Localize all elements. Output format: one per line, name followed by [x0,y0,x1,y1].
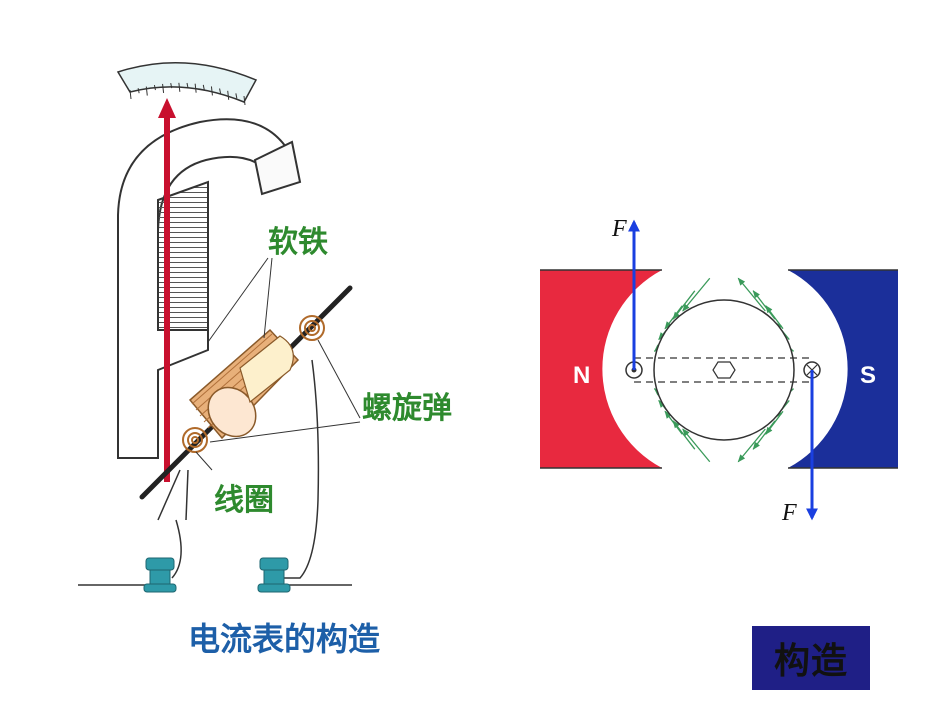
scale-tick [219,88,222,94]
spiral-spring-bottom [182,427,208,453]
magnet-yoke [117,118,302,459]
field-arrow [752,290,776,320]
scale-tick [210,86,213,96]
scale-tick [194,83,197,93]
scale-tick [178,82,181,92]
force-diagram: N S F F [540,216,898,526]
scale-tick [170,83,173,89]
field-arrow [682,277,711,312]
terminal-right [257,557,291,593]
axle-hexagon [712,361,736,379]
coil-assembly [188,328,300,440]
field-arrow [737,277,766,312]
structure-button[interactable]: 构造 [752,626,870,690]
field-arrow [737,428,766,463]
field-arrow [682,428,711,463]
meter-scale [116,62,258,106]
scale-tick [137,88,140,94]
meter-illustration: 软铁 螺旋弹 线圈 电流表的构造 [78,62,452,658]
field-arrow [752,420,776,450]
field-arrow [765,410,784,435]
south-pole-label: S [860,362,876,389]
scale-tick [145,86,148,96]
scale-tick [129,89,132,100]
south-pole-magnet [788,270,898,468]
pointer-needle [158,98,176,482]
scale-tick [243,95,246,106]
label-coil: 线圈 [214,483,274,518]
north-pole-label: N [573,362,590,389]
structure-button-label: 构造 [773,641,848,682]
scale-tick [186,82,189,89]
north-pole-magnet [540,270,662,468]
scale-tick [235,93,238,99]
diagram-caption: 电流表的构造 [188,620,380,658]
field-arrow [664,410,683,435]
label-soft-iron: 软铁 [268,225,328,260]
spiral-spring-top [299,315,325,341]
scale-tick [153,84,156,91]
force-label-bottom: F [781,500,797,526]
label-spiral-spring: 螺旋弹 [362,391,452,426]
field-arrow [672,420,696,450]
coil-cross-section [634,357,812,383]
lead-wires [78,359,352,586]
force-label-top: F [611,216,627,242]
scale-tick [227,90,230,100]
scale-tick [162,83,165,93]
scale-tick [202,84,205,90]
leader-lines [195,257,361,471]
terminal-left [143,557,177,593]
